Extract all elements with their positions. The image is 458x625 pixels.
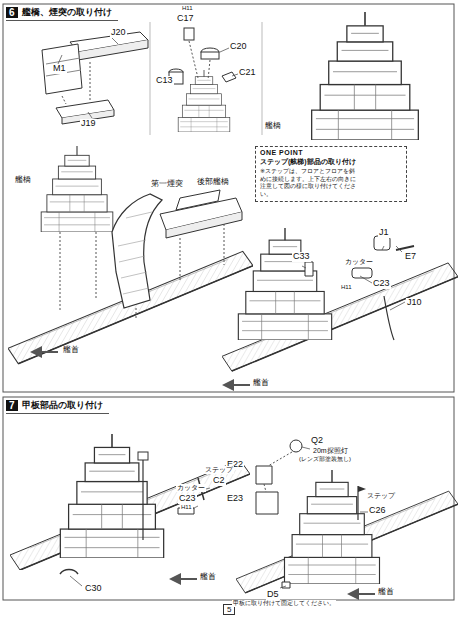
part-number: C30 <box>84 584 103 594</box>
bow-direction: 艦首 <box>199 573 217 582</box>
paint-code: H11 <box>180 504 193 511</box>
part-name: ステップ <box>366 492 396 500</box>
step-number: 7 <box>6 400 18 411</box>
part-number: C33 <box>292 252 311 262</box>
part-number: C20 <box>229 42 248 52</box>
assembly-name: 第一煙突 <box>150 180 184 189</box>
bow-direction: 艦首 <box>252 379 270 388</box>
part-number: J1 <box>378 228 390 238</box>
paint-code: H11 <box>340 284 353 291</box>
step-title: 甲板部品の取り付け <box>22 399 103 412</box>
part-name: ステップ <box>204 466 234 474</box>
part-number: J20 <box>110 28 127 38</box>
part-number: C23 <box>372 279 391 289</box>
part-number: J10 <box>406 298 423 308</box>
one-point-tag: ONE POINT <box>260 149 356 156</box>
bow-direction: 艦首 <box>377 588 395 597</box>
bow-direction: 艦首 <box>62 346 80 355</box>
assembly-name: 艦橋 <box>14 176 32 185</box>
part-number: C17 <box>176 14 195 24</box>
tip-note: ※ステップは、フロアとフロアを斜めに接続します。上下左右の向きに注意して図の様に… <box>260 168 356 198</box>
assembly-name: 艦橋 <box>264 122 282 131</box>
section-header: 7 甲板部品の取り付け <box>6 399 109 414</box>
part-number: C2 <box>212 476 226 486</box>
part-name: カッター <box>344 258 374 266</box>
paint-code: H11 <box>181 5 194 12</box>
part-number: J19 <box>80 119 97 129</box>
one-point-box: ONE POINTステップ(舷梯)部品の取り付け※ステップは、フロアとフロアを斜… <box>255 146 407 202</box>
part-number: D5 <box>266 590 280 600</box>
part-number: M1 <box>52 64 67 74</box>
tip-heading: ステップ(舷梯)部品の取り付け <box>260 157 356 167</box>
step-title: 艦橋、煙突の取り付け <box>22 6 112 19</box>
assembly-name: 後部艦橋 <box>196 178 230 187</box>
part-number: C13 <box>155 76 174 86</box>
part-number: E23 <box>226 494 244 504</box>
part-number: C26 <box>368 506 387 516</box>
part-name: 20m探照灯 <box>312 447 349 455</box>
part-number: E7 <box>404 252 417 262</box>
step-number: 6 <box>6 7 18 18</box>
part-number: C21 <box>238 68 257 78</box>
part-number: C23 <box>178 494 197 504</box>
section-header: 6 艦橋、煙突の取り付け <box>6 6 118 21</box>
page-number: 5 <box>227 605 231 614</box>
assembly-note: 甲板に取り付けて固定してください。 <box>232 600 336 607</box>
part-number: Q2 <box>310 436 324 446</box>
part-name: カッター <box>176 484 206 492</box>
paint-note: (レンズ部塗装無し) <box>298 456 352 463</box>
